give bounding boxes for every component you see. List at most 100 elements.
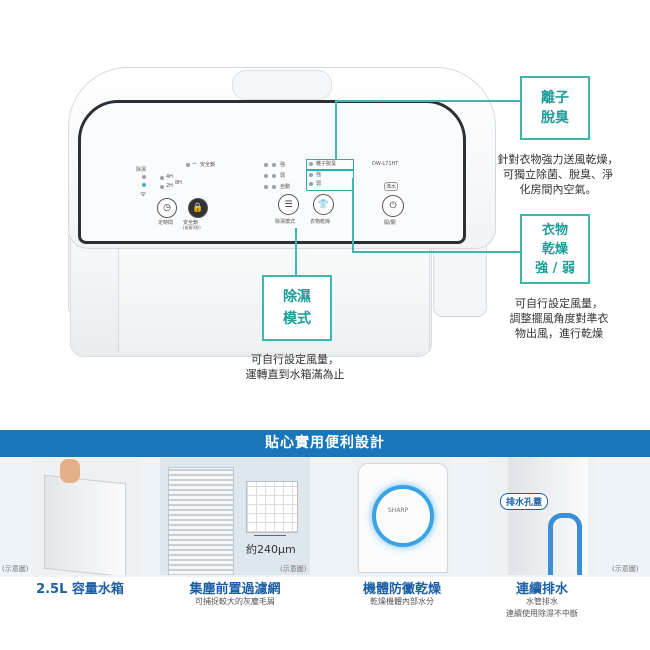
description-line: 連續使用除濕不中斷 <box>506 609 578 618</box>
control-panel-frame <box>78 100 466 244</box>
safety-lock-button[interactable]: 🔒 <box>188 198 208 218</box>
indicator-led <box>272 174 276 178</box>
clock-icon: ◷ <box>163 203 171 213</box>
ion-connector-line <box>335 100 521 102</box>
dehumid-mode-callout: 除濕 模式 <box>262 275 332 341</box>
body-drying-image: SHARP <box>352 457 452 575</box>
indicator-led <box>186 163 190 167</box>
indicator-led <box>272 185 276 189</box>
dehumid-connector-line <box>295 228 297 276</box>
measure-line <box>254 535 286 536</box>
indicator-led <box>142 175 146 179</box>
features-banner-title: 貼心實用便利設計 <box>265 435 385 451</box>
feature-description: 可捕捉較大的灰塵毛屑 <box>195 597 275 606</box>
callout-text: 衣物 <box>541 222 568 238</box>
timer-button-label: 定時間 <box>158 220 174 226</box>
callout-text: 乾燥 <box>541 241 568 257</box>
power-button[interactable]: ⏻ <box>382 195 404 217</box>
feature-description: 水管排水 連續使用除濕不中斷 <box>478 596 606 620</box>
key-icon: ⊸ <box>192 161 197 167</box>
dry-weak-label: 弱 <box>316 181 322 187</box>
illustration-note: (示意圖) <box>612 565 639 573</box>
airflow-ring <box>372 485 434 547</box>
clothes-dry-button[interactable]: 👕 <box>313 194 334 215</box>
dry-highlight-box <box>306 170 354 191</box>
features-banner <box>0 430 650 457</box>
fan-weak-label: 弱 <box>280 173 286 179</box>
drain-hose <box>548 513 582 575</box>
menu-icon: ☰ <box>284 199 293 210</box>
safety-lock-indicator-label: 安全鎖 <box>200 162 216 168</box>
water-tank-image <box>32 457 142 575</box>
dry-connector-line <box>352 251 520 253</box>
dehumid-mode-button[interactable]: ☰ <box>278 194 299 215</box>
callout-text: 除濕 <box>283 289 311 305</box>
water-tank <box>44 474 126 575</box>
indicator-led <box>272 163 276 167</box>
ion-deodorize-label: 離子脫臭 <box>316 161 337 167</box>
ion-highlight-box <box>306 159 354 170</box>
wifi-icon: ᯤ <box>140 190 147 198</box>
filter-mesh-closeup <box>246 481 298 533</box>
description-line: 可自行設定風量， <box>251 353 339 366</box>
ion-connector-line <box>335 100 337 160</box>
description-line: 物出風，進行乾燥 <box>515 327 603 340</box>
clothes-dry-description: 可自行設定風量， 調整擺風角度對準衣 物出風，進行乾燥 <box>484 296 634 341</box>
full-water-indicator: 滿水 <box>384 182 399 191</box>
feature-title: 2.5L 容量水箱 <box>36 582 124 597</box>
feature-title: 機體防黴乾燥 <box>362 582 441 597</box>
lock-button-sublabel: (長按3秒) <box>183 225 201 230</box>
lock-button-label: 安全鎖 <box>183 220 199 226</box>
hand <box>60 459 80 483</box>
feature-title: 連續排水 <box>515 582 568 597</box>
humidity-label: 除濕 <box>136 167 147 173</box>
dehumid-mode-label: 除濕模式 <box>275 219 296 225</box>
control-panel: 除濕 ᯤ 4H 8H 2H ⊸ 安全鎖 ◷ 🔒 定時間 安全鎖 (長按3秒) 強… <box>120 150 430 235</box>
illustration-note: (示意圖) <box>280 565 307 573</box>
indicator-led <box>142 183 146 187</box>
dry-connector-line <box>352 178 354 252</box>
description-line: 可獨立除菌、脫臭、淨 <box>503 168 613 181</box>
model-number: DW-L71HT <box>372 161 399 167</box>
feature-description: 乾燥機體內部水分 <box>370 597 434 606</box>
timer-4h-label: 4H <box>166 174 173 180</box>
timer-8h-label: 8H <box>175 180 182 186</box>
indicator-led <box>160 176 164 180</box>
indicator-led <box>309 182 313 186</box>
description-line: 運轉直到水箱滿為止 <box>245 368 345 381</box>
pre-filter-image: 約240μm <box>160 457 310 575</box>
ion-deodorize-callout: 離子 脫臭 <box>520 76 590 140</box>
description-line: 水管排水 <box>526 597 558 606</box>
timer-button[interactable]: ◷ <box>157 198 177 218</box>
drain-cover-tag: 排水孔蓋 <box>500 493 549 510</box>
indicator-led <box>264 174 268 178</box>
callout-text: 強 / 弱 <box>535 260 575 276</box>
brand-logo: SHARP <box>388 507 409 514</box>
indicator-led <box>264 163 268 167</box>
continuous-drain-image: 排水孔蓋 <box>488 457 596 575</box>
indicator-led <box>309 162 313 166</box>
mesh-size-label: 約240μm <box>246 543 296 556</box>
dehumid-mode-description: 可自行設定風量， 運轉直到水箱滿為止 <box>215 352 375 382</box>
clothes-dry-label: 衣物乾燥 <box>310 219 331 225</box>
description-line: 針對衣物強力送風乾燥， <box>497 153 619 166</box>
power-icon: ⏻ <box>389 201 397 211</box>
clothes-dry-callout: 衣物 乾燥 強 / 弱 <box>520 214 590 284</box>
indicator-led <box>309 173 313 177</box>
callout-text: 離子 <box>541 90 569 106</box>
fan-strong-label: 強 <box>280 162 286 168</box>
device-handle <box>232 70 332 100</box>
indicator-led <box>264 185 268 189</box>
lock-icon: 🔒 <box>192 203 204 213</box>
callout-text: 模式 <box>283 311 311 327</box>
ion-deodorize-description: 針對衣物強力送風乾燥， 可獨立除菌、脫臭、淨 化房間內空氣。 <box>478 152 638 197</box>
power-label: 開/關 <box>384 220 396 226</box>
shirt-icon: 👕 <box>317 199 330 210</box>
feature-title: 集塵前置過濾網 <box>189 582 281 597</box>
auto-label: 自動 <box>280 184 291 190</box>
timer-2h-label: 2H <box>166 183 173 189</box>
description-line: 調整擺風角度對準衣 <box>509 312 609 325</box>
callout-text: 脫臭 <box>541 110 569 126</box>
illustration-note: (示意圖) <box>2 565 29 573</box>
dry-strong-label: 強 <box>316 172 322 178</box>
